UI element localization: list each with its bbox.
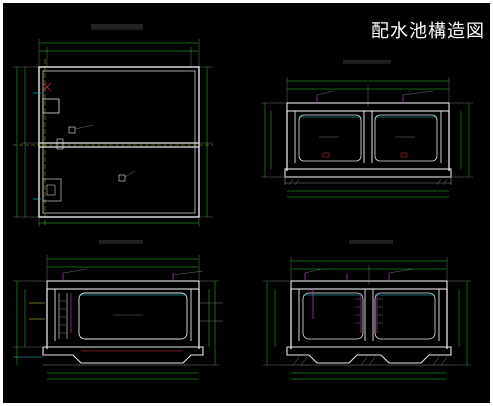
- plan-section-markers: [33, 59, 46, 225]
- plan-inner-wall: [42, 70, 196, 214]
- section-c-chamber-left: [302, 292, 364, 340]
- plan-dimensions-left: [13, 66, 39, 218]
- plan-pipe-markers: [42, 82, 136, 202]
- section-c-foundation-hatch: [292, 356, 448, 366]
- plan-view: [13, 24, 213, 227]
- section-a-foundation-hatch: [288, 178, 448, 186]
- section-b-ladder: [58, 293, 72, 339]
- plan-dimensions-bottom: [38, 217, 200, 227]
- section-view-b: [13, 240, 223, 380]
- plan-view-caption: [91, 24, 143, 30]
- section-b-caption: [99, 240, 143, 244]
- section-c-base-slab: [286, 346, 452, 364]
- section-c-roof-slab: [290, 280, 448, 290]
- section-c-center-wall: [355, 289, 383, 341]
- section-b-roof-slab: [46, 280, 200, 290]
- plan-dimensions-top: [38, 39, 200, 67]
- section-c-caption: [349, 240, 393, 244]
- drawing-title: 配水池構造図: [371, 21, 485, 42]
- section-a-chamber-left: [298, 114, 362, 162]
- section-a-roof-slab: [286, 102, 450, 112]
- section-b-chamber: [78, 292, 188, 340]
- plan-manhole-upper: [42, 98, 60, 114]
- drawing-canvas: 配水池構造図: [3, 3, 490, 403]
- section-a-chamber-right: [374, 114, 438, 162]
- plan-dimensions-right: [199, 66, 213, 218]
- section-a-base-slab: [284, 168, 452, 178]
- cad-drawing: [13, 24, 473, 380]
- section-b-base-slab: [42, 346, 204, 364]
- section-c-chamber-right: [374, 292, 436, 340]
- section-a-caption: [343, 60, 391, 64]
- section-view-a: [261, 60, 473, 198]
- section-view-c: [263, 240, 471, 380]
- plan-outer-wall: [38, 66, 200, 218]
